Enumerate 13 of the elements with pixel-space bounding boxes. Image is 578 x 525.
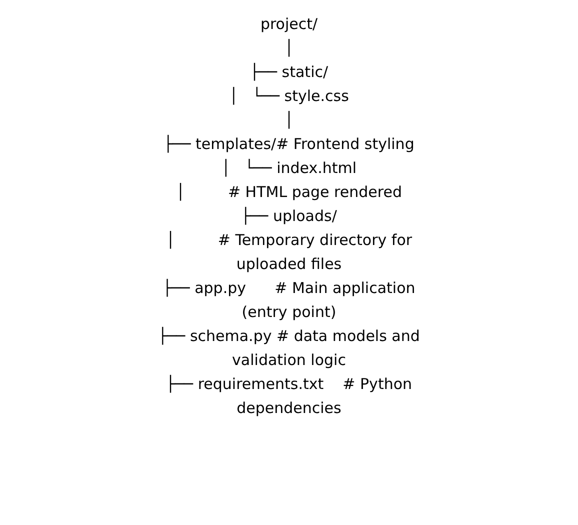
tree-text-line: │	[284, 110, 294, 131]
tree-text-line: ├── uploads/	[241, 206, 337, 227]
tree-text-line: ├── templates/# Frontend styling	[164, 134, 414, 155]
tree-text-line: project/	[260, 14, 318, 35]
tree-text-line: │ # HTML page rendered	[176, 182, 402, 203]
tree-text-line: ├── requirements.txt # Python dependencies	[164, 374, 414, 419]
tree-text-line: │ └── index.html	[221, 158, 357, 179]
tree-text-line: ├── app.py # Main application (entry point)	[162, 278, 416, 323]
tree-text-line: │	[284, 38, 294, 59]
tree-text-line: │ └── style.css	[229, 86, 349, 107]
tree-text-line: ├── static/	[250, 62, 328, 83]
tree-text-line: │ # Temporary directory for uploaded files	[164, 230, 414, 275]
tree-text-line: ├── schema.py # data models and validation logic	[157, 326, 421, 371]
